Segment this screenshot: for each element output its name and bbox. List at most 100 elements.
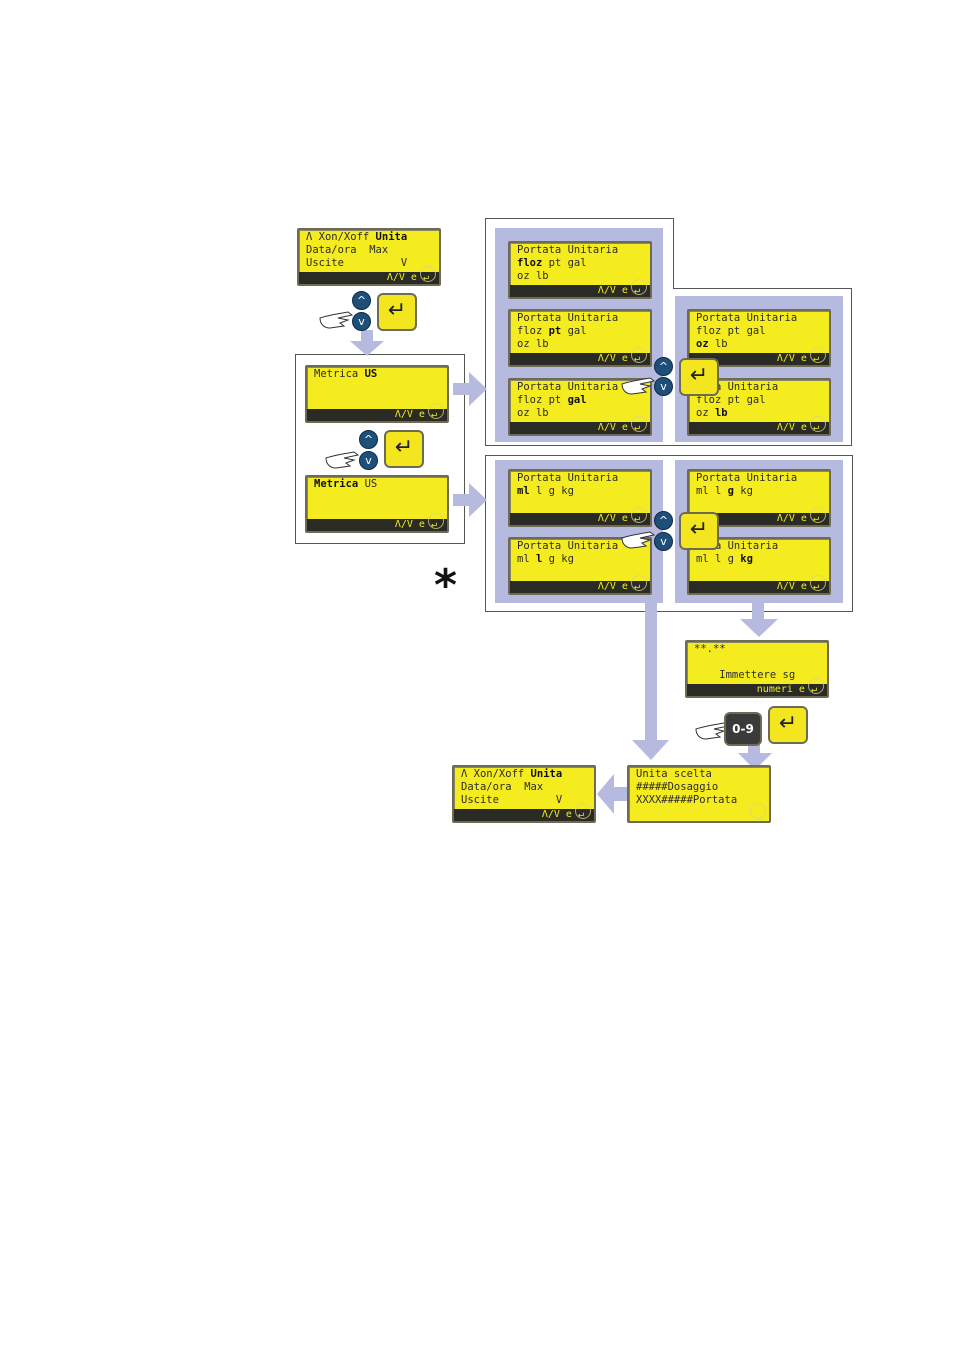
lcd-corner-icon [808, 678, 824, 694]
pointing-hand-icon [621, 377, 656, 395]
lcd-corner-icon [420, 266, 436, 282]
arrow-down-to-sg [752, 603, 764, 623]
pointing-hand-icon [621, 531, 656, 549]
lcd-metrica-bold: Metrica US Λ/V e ↵ [305, 475, 449, 533]
down-arrow-button[interactable]: v [654, 532, 673, 551]
lcd-line1: Portata Unitaria [517, 381, 619, 393]
lcd-status-bar: Λ/V e ↵ [510, 285, 650, 297]
lcd-line1: Portata Unitaria [696, 312, 798, 324]
arrow-right-metric-head [469, 483, 487, 517]
lcd-corner-icon [631, 279, 647, 295]
numeric-keys-button[interactable]: 0-9 [724, 712, 762, 746]
lcd-line1: Portata Unitaria [517, 472, 619, 484]
lcd-line2: floz pt gal [517, 325, 587, 337]
enter-button[interactable]: ↵ [679, 358, 719, 396]
arrow-left-to-end-head [597, 774, 614, 814]
arrow-down-to-end [645, 603, 657, 743]
lcd-line2: ml l g kg [696, 553, 753, 565]
lcd-status-bar: Λ/V e ↵ [510, 422, 650, 434]
arrow-left-to-end [612, 787, 628, 801]
enter-button[interactable]: ↵ [679, 512, 719, 550]
asterisk-note-marker: * [434, 560, 458, 611]
lcd-line1: Portata Unitaria [517, 312, 619, 324]
arrow-down-1-head [350, 341, 384, 356]
lcd-line1: Portata Unitaria [517, 244, 619, 256]
lcd-line2: ml l g kg [517, 485, 574, 497]
lcd-line1: Metrica US [314, 368, 378, 380]
up-arrow-button[interactable]: ^ [352, 291, 371, 310]
lcd-status-bar: Λ/V e ↵ [689, 581, 829, 593]
lcd-status-bar: Λ/V e ↵ [510, 581, 650, 593]
pointing-hand-icon [319, 311, 354, 329]
lcd-line1: Portata Unitaria [517, 540, 619, 552]
lcd-line1: Λ Xon/Xoff Unita [461, 768, 563, 780]
lcd-line2: ml l g kg [696, 485, 753, 497]
lcd-status-bar: Λ/V e ↵ [689, 422, 829, 434]
lcd-line2: floz pt gal [517, 394, 587, 406]
lcd-line2: Data/ora Max [461, 781, 544, 793]
lcd-status-bar: Λ/V e ↵ [307, 519, 447, 531]
arrow-right-us [453, 383, 471, 395]
lcd-line2: floz pt gal [517, 257, 587, 269]
arrow-right-metric [453, 494, 471, 506]
lcd-line1: Λ Xon/Xoff Unita [306, 231, 408, 243]
up-arrow-button[interactable]: ^ [654, 357, 673, 376]
down-arrow-button[interactable]: v [654, 377, 673, 396]
down-arrow-button[interactable]: v [359, 451, 378, 470]
lcd-line3: oz lb [517, 270, 549, 282]
lcd-status-bar [629, 809, 769, 821]
lcd-corner-icon [810, 575, 826, 591]
up-arrow-button[interactable]: ^ [359, 430, 378, 449]
lcd-corner-icon [575, 803, 591, 819]
lcd-corner-icon [631, 575, 647, 591]
arrow-down-1 [361, 330, 373, 344]
lcd-line3: Uscite V [461, 794, 563, 806]
arrow-down-to-end-head [632, 740, 669, 760]
lcd-corner-icon [631, 347, 647, 363]
lcd-line3: Uscite V [306, 257, 408, 269]
pointing-hand-icon [325, 451, 360, 469]
lcd-corner-icon [428, 403, 444, 419]
lcd-line3: XXXX#####Portata [636, 794, 738, 806]
lcd-line2: #####Dosaggio [636, 781, 719, 793]
lcd-line2: floz pt gal [696, 325, 766, 337]
enter-button[interactable]: ↵ [377, 293, 417, 331]
lcd-status-bar: Λ/V e ↵ [307, 409, 447, 421]
lcd-corner-icon [631, 507, 647, 523]
lcd-line3: oz lb [517, 338, 549, 350]
enter-button[interactable]: ↵ [768, 706, 808, 744]
lcd-corner-icon [810, 507, 826, 523]
up-arrow-button[interactable]: ^ [654, 511, 673, 530]
lcd-line1: Metrica US [314, 478, 378, 490]
lcd-line1: **.** [694, 643, 726, 655]
lcd-line1: Portata Unitaria [696, 472, 798, 484]
lcd-corner-icon [631, 416, 647, 432]
lcd-corner-icon [810, 416, 826, 432]
lcd-line3: oz lb [517, 407, 549, 419]
lcd-line2: floz pt gal [696, 394, 766, 406]
lcd-line2: ml l g kg [517, 553, 574, 565]
lcd-status-bar: Λ/V e ↵ [454, 809, 594, 821]
enter-button[interactable]: ↵ [384, 430, 424, 468]
lcd-corner-icon [810, 347, 826, 363]
lcd-line3: oz lb [696, 338, 728, 350]
down-arrow-button[interactable]: v [352, 312, 371, 331]
lcd-line1: Unita scelta [636, 768, 712, 780]
lcd-line3: oz lb [696, 407, 728, 419]
lcd-line2: Data/ora Max [306, 244, 389, 256]
arrow-right-us-head [469, 372, 487, 406]
arrow-down-to-chosen-head [738, 753, 772, 770]
lcd-corner-icon [750, 803, 766, 819]
lcd-line3: Immettere sg [694, 669, 796, 681]
lcd-status-bar: Λ/V e ↵ [299, 272, 439, 284]
lcd-metrica-us-bold: Metrica US Λ/V e ↵ [305, 365, 449, 423]
